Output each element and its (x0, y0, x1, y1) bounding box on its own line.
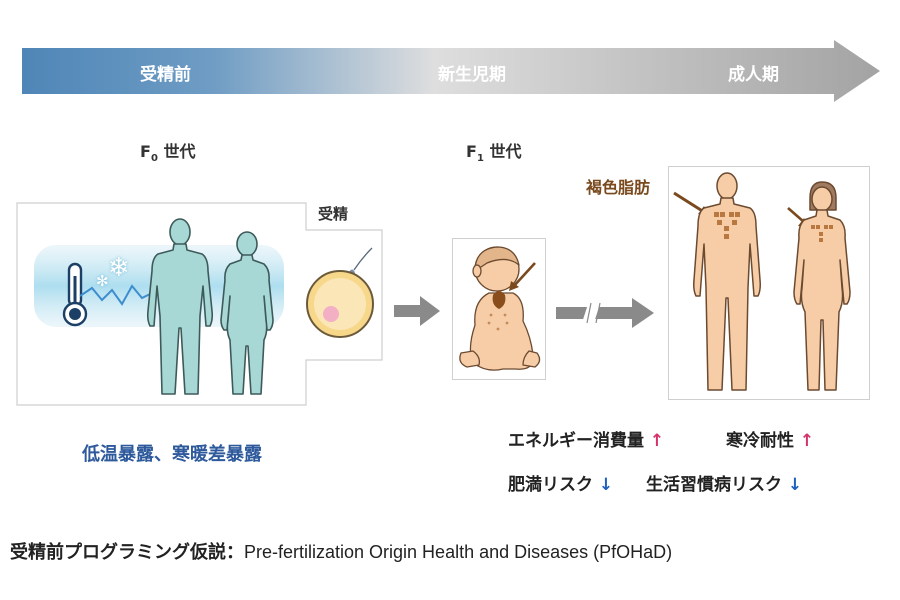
f0-male-figure (140, 216, 220, 396)
effect-energy-expenditure: エネルギー消費量 ↑ (508, 426, 664, 451)
fertilization-label: 受精 (318, 205, 349, 223)
infant-figure (459, 246, 541, 371)
snowflake-small-icon: ✻ (96, 272, 109, 290)
effect-lifestyle-disease-risk: 生活習慣病リスク ↓ (646, 470, 802, 495)
adult-female-figure (784, 180, 860, 392)
right-arrow-icon (394, 296, 440, 326)
hypothesis-label: 受精前プログラミング仮説： (10, 542, 244, 563)
temperature-fluctuation-line (60, 268, 160, 318)
f0-generation-label: F0 世代 (140, 138, 195, 164)
f0-female-figure (214, 228, 280, 396)
egg-cell-icon (302, 244, 382, 344)
up-arrow-icon: ↑ (799, 431, 815, 451)
f1-subscript: 1 (476, 153, 484, 165)
brown-fat-label: 褐色脂肪 (586, 178, 651, 197)
thermometer-icon (60, 262, 90, 328)
effect-energy-expenditure-text: エネルギー消費量 (508, 431, 644, 451)
effect-lifestyle-disease-risk-text: 生活習慣病リスク (646, 475, 782, 495)
f0-subscript: 0 (150, 153, 158, 165)
f0-suffix: 世代 (157, 142, 196, 161)
exposure-caption: 低温暴露、寒暖差暴露 (82, 444, 262, 465)
f1-infant-panel (452, 238, 546, 380)
f1-prefix: F (466, 142, 477, 161)
effect-obesity-risk-text: 肥満リスク (508, 475, 593, 495)
infant-brown-fat-arrow (512, 262, 536, 288)
effect-cold-tolerance: 寒冷耐性 ↑ (726, 426, 814, 451)
long-right-arrow-icon (556, 298, 654, 328)
timeline-arrow (22, 40, 880, 102)
f1-generation-label: F1 世代 (466, 138, 521, 164)
snowflake-icon: ❄ (108, 253, 130, 283)
f1-suffix: 世代 (483, 142, 522, 161)
effect-cold-tolerance-text: 寒冷耐性 (726, 431, 794, 451)
timeline-arrow-shape (22, 40, 880, 102)
stage-adult: 成人期 (728, 65, 779, 85)
sperm-tail (353, 247, 373, 271)
up-arrow-icon: ↑ (649, 431, 665, 451)
down-arrow-icon: ↓ (787, 475, 803, 495)
down-arrow-icon: ↓ (598, 475, 614, 495)
stage-neonatal: 新生児期 (438, 65, 506, 85)
adult-male-figure (686, 170, 768, 392)
stage-preconception: 受精前 (140, 65, 191, 85)
hypothesis-text: Pre-fertilization Origin Health and Dise… (244, 542, 673, 562)
effect-obesity-risk: 肥満リスク ↓ (508, 470, 613, 495)
f0-prefix: F (140, 142, 151, 161)
hypothesis-line: 受精前プログラミング仮説：Pre-fertilization Origin He… (10, 538, 895, 564)
